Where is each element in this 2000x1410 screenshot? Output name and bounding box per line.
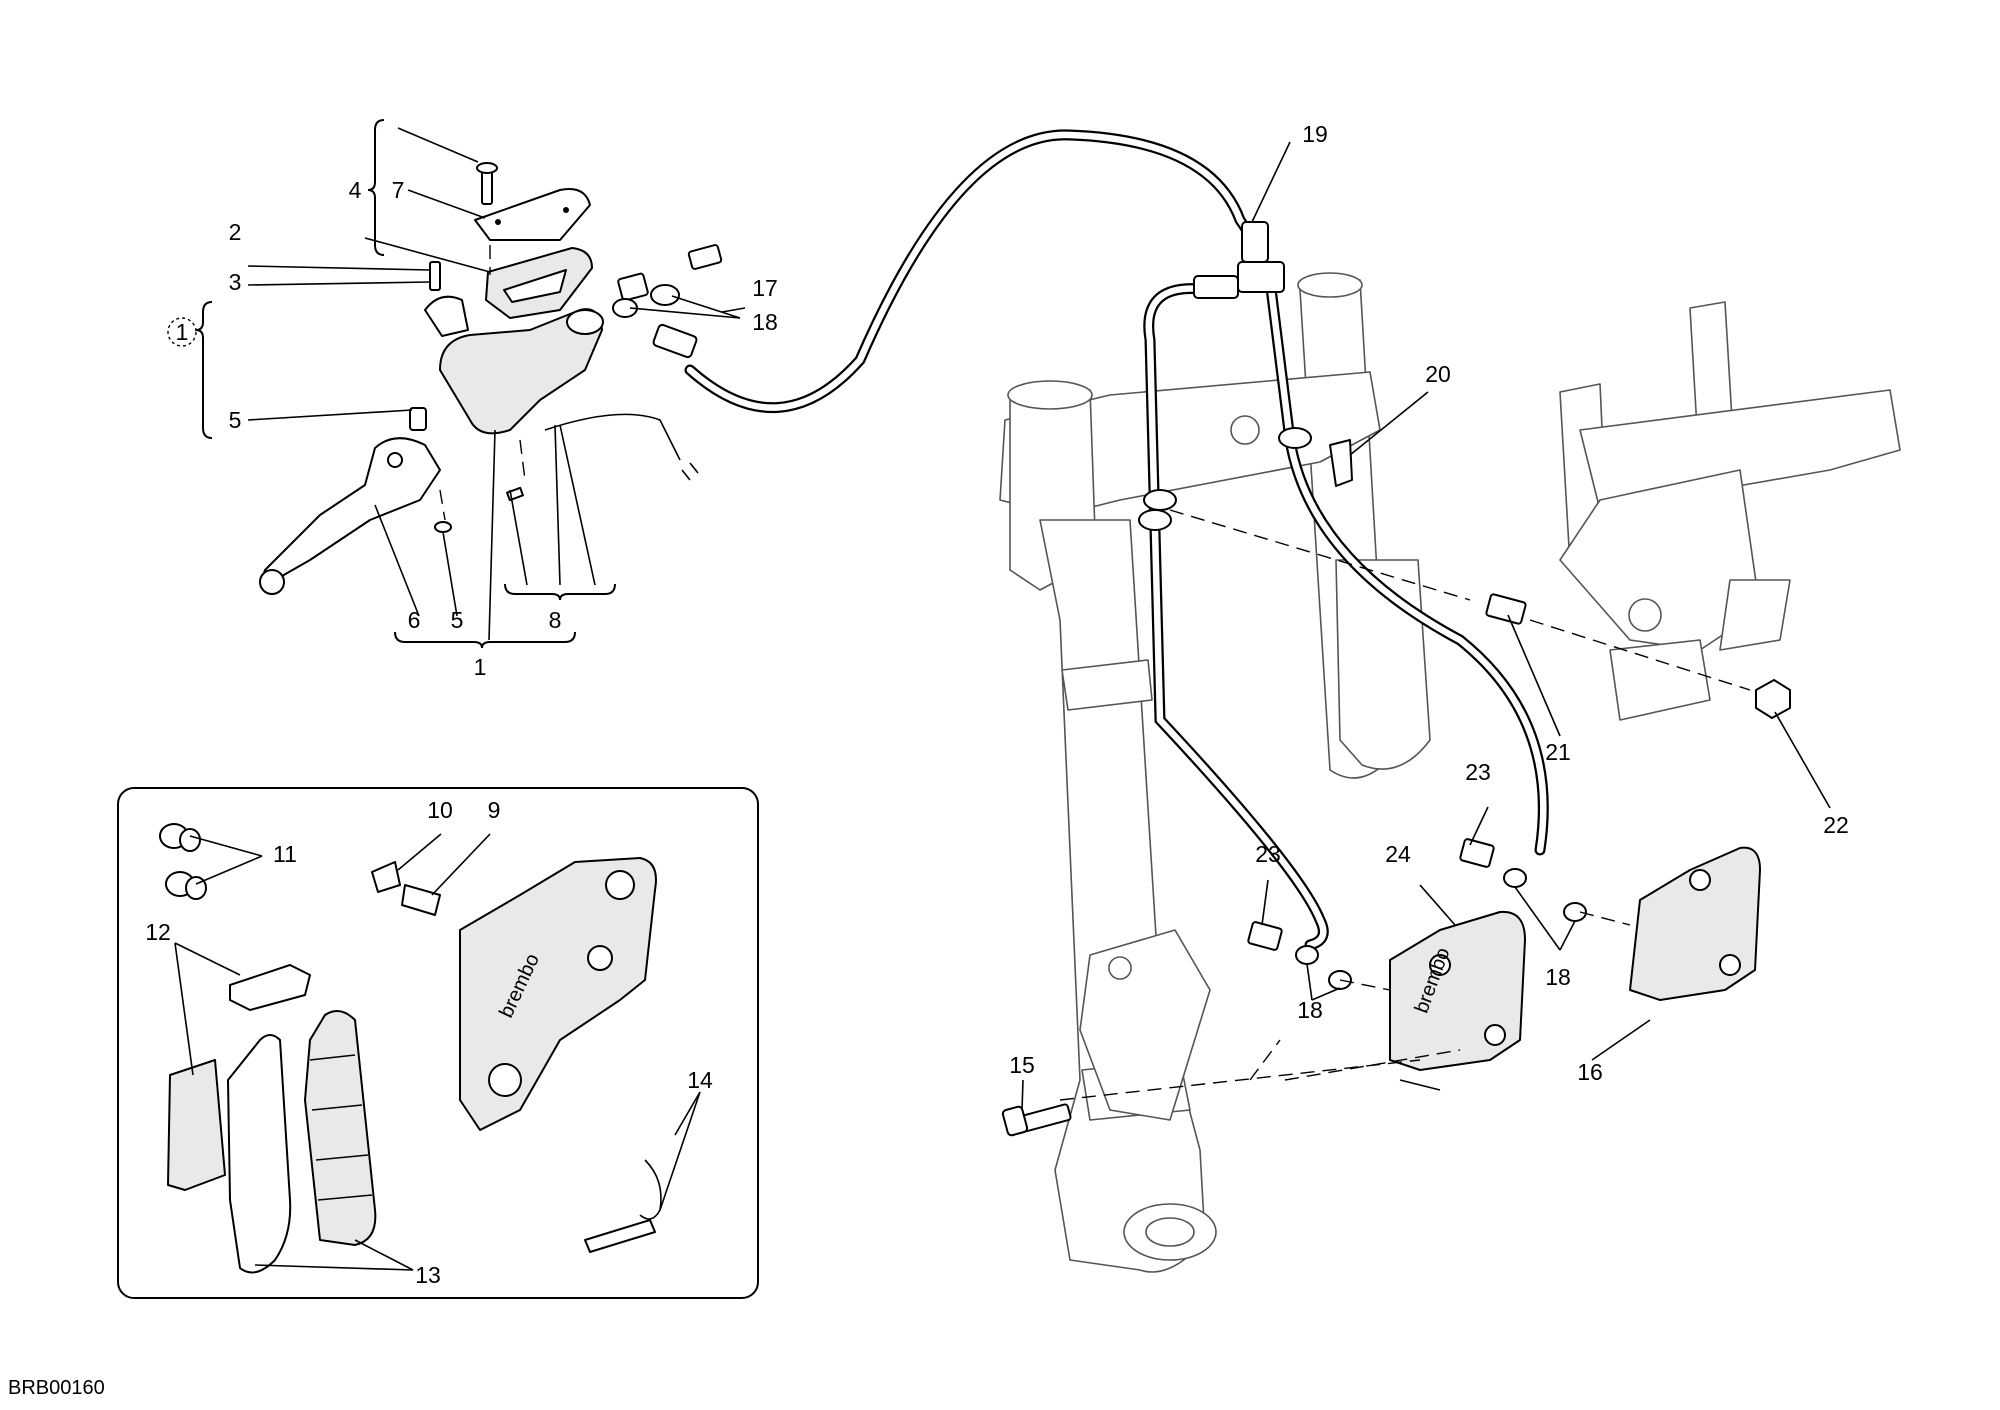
inset-caliper <box>459 857 657 1131</box>
hose-grommet <box>1143 489 1177 511</box>
pin-clip <box>639 1159 662 1220</box>
callout-13: 13 <box>415 1262 441 1288</box>
banjo-union <box>617 272 649 302</box>
callout-11: 11 <box>273 841 297 867</box>
assembly-lines <box>439 245 1751 1101</box>
nut-22 <box>1755 679 1791 719</box>
callout-8: 8 <box>549 607 562 633</box>
frame-section <box>1559 301 1901 721</box>
brake-hoses <box>684 129 1549 951</box>
bleeder-valve <box>401 884 441 916</box>
clamp-screw <box>429 261 441 291</box>
callout-1: 1 <box>474 654 487 680</box>
brace-1-group <box>195 301 213 439</box>
inset-border <box>117 787 759 1299</box>
brake-pad-2 <box>304 1010 377 1246</box>
brake-switch-wire <box>544 413 681 461</box>
diagram-code: BRB00160 <box>8 1377 105 1399</box>
spacer-21 <box>1485 593 1527 625</box>
brace-1 <box>394 631 576 649</box>
callout-10: 10 <box>427 797 453 823</box>
pivot-nut <box>434 521 452 533</box>
hose-guide-20 <box>1329 439 1353 487</box>
callout-15: 15 <box>1009 1052 1035 1078</box>
callout-18b: 18 <box>1297 997 1323 1023</box>
callout-18c: 18 <box>1545 964 1571 990</box>
callout-17: 17 <box>752 275 778 301</box>
banjo-bolt-17 <box>687 244 723 270</box>
callout-1-group-ring <box>167 317 197 347</box>
callout-6: 6 <box>408 607 421 633</box>
hose-guide-and-bolts <box>1001 439 1791 1137</box>
fork-caliper-bracket <box>1079 929 1211 1121</box>
brake-pad-1 <box>227 1034 292 1274</box>
front-fork-assembly <box>999 272 1431 1273</box>
callout-5b: 5 <box>451 607 464 633</box>
pad-shim <box>167 1059 226 1191</box>
callout-23a: 23 <box>1255 841 1281 867</box>
callout-7: 7 <box>392 177 405 203</box>
callout-20: 20 <box>1425 361 1451 387</box>
pivot-bolt <box>409 407 427 431</box>
bleeder-cap <box>371 861 401 893</box>
brake-caliper-left-24: brembo <box>1389 910 1526 1091</box>
brace-4 <box>367 119 385 256</box>
pad-pin <box>584 1219 656 1253</box>
copper-washer <box>650 284 680 306</box>
callout-23b: 23 <box>1465 759 1491 785</box>
hose-fitting <box>652 323 698 359</box>
callout-9: 9 <box>488 797 501 823</box>
callout-3: 3 <box>229 269 242 295</box>
callout-16: 16 <box>1577 1059 1603 1085</box>
callout-14: 14 <box>687 1067 713 1093</box>
callout-12: 12 <box>145 919 171 945</box>
callout-4: 4 <box>349 177 362 203</box>
callout-1-group: 1 <box>176 319 189 345</box>
callout-24: 24 <box>1385 841 1411 867</box>
banjo-bolt-23-left <box>1247 921 1283 951</box>
pad-spring <box>229 964 311 1011</box>
brake-caliper-right-16 <box>1629 846 1761 1001</box>
fork-slider-left <box>1039 519 1206 1273</box>
brake-lever <box>262 437 441 583</box>
master-cylinder-assembly <box>259 162 723 595</box>
callout-5a: 5 <box>229 407 242 433</box>
callout-22: 22 <box>1823 812 1849 838</box>
callout-19: 19 <box>1302 121 1328 147</box>
banjo-bolt-23-right <box>1459 838 1495 868</box>
brace-8 <box>504 583 616 601</box>
callout-2: 2 <box>229 219 242 245</box>
callout-18a: 18 <box>752 309 778 335</box>
callout-21: 21 <box>1545 739 1571 765</box>
callout-labels: 1 1 2 3 4 5 5 6 7 8 9 10 11 12 13 14 15 … <box>8 121 1849 1399</box>
caliper-kit-inset: brembo <box>117 787 759 1299</box>
handlebar-clamp <box>424 295 469 337</box>
leader-lines <box>174 127 1831 1271</box>
reservoir-cap <box>474 188 591 241</box>
hose-splitter <box>1237 261 1285 293</box>
